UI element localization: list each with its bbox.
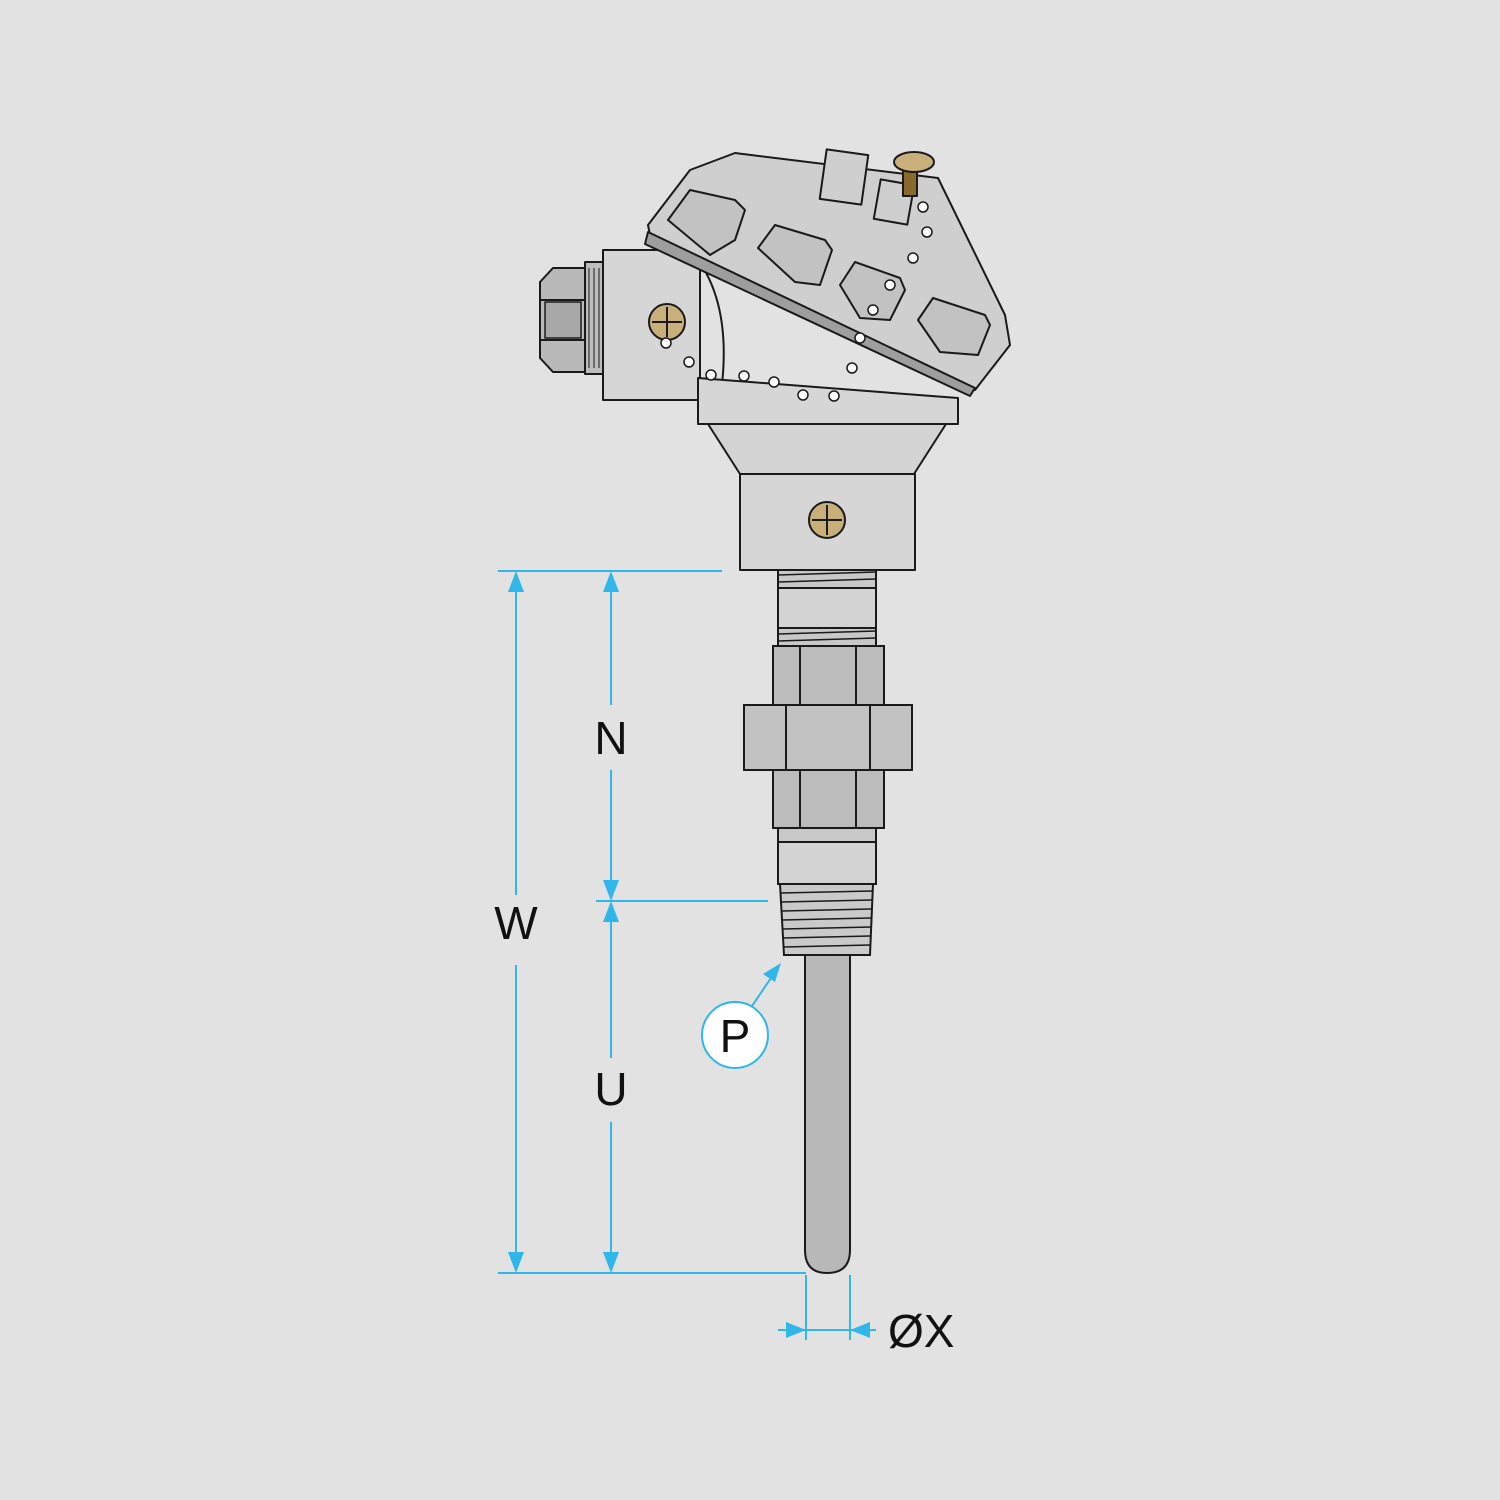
dimension-u	[603, 901, 619, 1273]
p-callout	[701, 963, 781, 1069]
label-n: N	[594, 712, 627, 764]
dimension-diameter	[778, 1322, 876, 1338]
bead-chain	[660, 201, 933, 402]
connection-head	[539, 148, 1011, 571]
extension-fitting	[743, 569, 913, 1275]
dimension-n	[603, 571, 619, 901]
label-u: U	[594, 1063, 627, 1115]
collar-screw	[808, 501, 846, 539]
lid-knob	[893, 151, 935, 197]
cable-gland	[539, 261, 608, 375]
label-p: P	[720, 1010, 751, 1062]
head-base	[697, 377, 959, 425]
head-neck-taper	[707, 423, 947, 475]
union-nut-upper	[772, 645, 885, 706]
label-w: W	[494, 897, 538, 949]
thermowell-stem	[804, 954, 851, 1275]
dimension-lines	[498, 570, 876, 1340]
dimension-w	[508, 571, 524, 1273]
housing-screw-upper	[648, 303, 686, 341]
head-lid	[644, 148, 1011, 397]
label-diameter: ØX	[888, 1305, 954, 1357]
union-hex-center	[743, 704, 913, 771]
union-nut-lower	[772, 769, 885, 829]
